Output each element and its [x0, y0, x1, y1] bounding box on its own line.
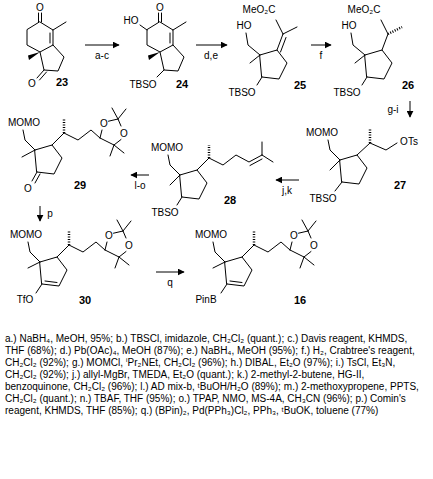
atom-label: TBSO [129, 79, 156, 90]
bond-lines [27, 13, 66, 80]
atom-label: HO [342, 20, 357, 31]
atom-label: OTs [400, 136, 418, 147]
atom-label: O [100, 118, 108, 129]
reagent-label: q [166, 277, 174, 288]
atom-label: TBSO [151, 207, 178, 218]
atom-label: O [120, 128, 128, 139]
compound: 24 O HO TBSO [120, 0, 195, 92]
hashed-bond [388, 27, 402, 34]
reagent-label: f [319, 50, 324, 61]
atom-label: TBSO [228, 87, 255, 98]
condition-note: e.) NaBH₄, MeOH (95%); [186, 345, 298, 356]
atom-label: MOMO [10, 229, 42, 240]
atom-label: PinB [195, 294, 216, 305]
condition-note: b.) TBSCl, imidazole, CH₂Cl₂ (quant.); [116, 333, 284, 344]
wedge-bond [148, 52, 160, 60]
compound: 29 MOMO O O O [5, 100, 130, 205]
condition-note: d.) Pb(OAc)₄, MeOH (87%); [60, 345, 184, 356]
condition-note: h.) DIBAL, Et₂O (97%); [231, 357, 333, 368]
reaction-arrow [131, 175, 149, 176]
reagent-label: a-c [94, 50, 110, 61]
reagent-label: p [46, 208, 54, 219]
bond-lines [28, 242, 105, 293]
compound-number: 16 [294, 294, 306, 306]
reagent-label: d,e [203, 50, 219, 61]
compound-number: 25 [294, 79, 306, 91]
atom-label: MOMO [306, 127, 338, 138]
hashed-bond [63, 119, 66, 133]
atom-label: O [36, 2, 44, 13]
reaction-arrow [85, 45, 119, 46]
atom-label: MOMO [151, 142, 183, 153]
compound-number: 30 [79, 294, 91, 306]
reagent-label: l-o [133, 180, 146, 191]
reagent-label: g-i [386, 104, 399, 115]
reagent-label: j,k [281, 185, 293, 196]
condition-note: j.) allyl-MgBr, TMEDA, Et₂O (quant.); [72, 369, 234, 380]
bond-lines [213, 242, 290, 293]
atom-label: O [290, 230, 298, 241]
compound: 30 MOMO TfO O O [5, 222, 155, 322]
compound: 28 MOMO TBSO [150, 135, 275, 220]
bond-lines [328, 140, 397, 191]
atom-label: O [310, 240, 318, 251]
reaction-arrow [40, 206, 41, 221]
reaction-arrow [196, 45, 227, 46]
condition-note: a.) NaBH₄, MeOH, 95%; [5, 333, 113, 344]
compound-number: 29 [74, 179, 86, 191]
compound: 26 MeO₂C HO TBSO [332, 0, 430, 100]
compound-number: 23 [56, 76, 68, 88]
atom-label: MeO₂C [243, 4, 276, 15]
atom-label: O [156, 2, 164, 13]
reaction-arrow [156, 272, 184, 273]
bond-lines [22, 130, 100, 183]
compound-number: 26 [402, 79, 414, 91]
atom-label: O [125, 240, 133, 251]
compound: 27 MOMO OTsTBSO [300, 118, 430, 213]
atom-label: O [105, 230, 113, 241]
compound: 16 MOMO PinB O O [185, 222, 340, 322]
atom-label: TBSO [333, 87, 360, 98]
atom-label: TfO [17, 294, 34, 305]
reaction-arrow [276, 180, 299, 181]
compound-number: 27 [394, 179, 406, 191]
condition-note: g.) MOMCl, ⁱPr₂NEt, CH₂Cl₂ (96%); [72, 357, 228, 368]
compound-number: 24 [176, 78, 188, 90]
atom-label: O [24, 183, 32, 194]
condition-note: q.) (BPin)₂, Pd(PPh₃)Cl₂, PPh₃, ᵗBuOK, t… [141, 405, 379, 416]
condition-note: o.) TPAP, NMO, MS-4A, CH₃CN (96%); [178, 393, 352, 404]
compound-number: 28 [224, 194, 236, 206]
hashed-bond [253, 231, 256, 245]
compound: 23 O O [4, 0, 84, 92]
atom-label: MOMO [8, 117, 40, 128]
bond-lines [246, 20, 297, 85]
reaction-arrow [410, 101, 411, 117]
compound: 25 MeO₂C HO TBSO [228, 0, 310, 100]
condition-note: l.) AD mix-b, ᵗBuOH/H₂O (89%); [140, 381, 281, 392]
atom-label: HO [237, 20, 252, 31]
atom-label: MeO₂C [348, 4, 381, 15]
footnote: a.) NaBH₄, MeOH, 95%;b.) TBSCl, imidazol… [5, 333, 428, 417]
wedge-bond [28, 52, 40, 60]
atom-label: MOMO [195, 229, 227, 240]
hashed-bond [369, 129, 372, 143]
condition-note: n.) TBAF, THF (95%); [80, 393, 176, 404]
hashed-bond [208, 145, 211, 158]
atom-label: O [28, 78, 36, 89]
atom-label: TBSO [309, 193, 336, 204]
bond-lines [140, 13, 186, 77]
bond-lines [351, 20, 392, 85]
bond-lines [168, 142, 273, 205]
hashed-bond [68, 231, 71, 245]
atom-label: HO [124, 15, 139, 26]
reaction-arrow [311, 45, 331, 46]
